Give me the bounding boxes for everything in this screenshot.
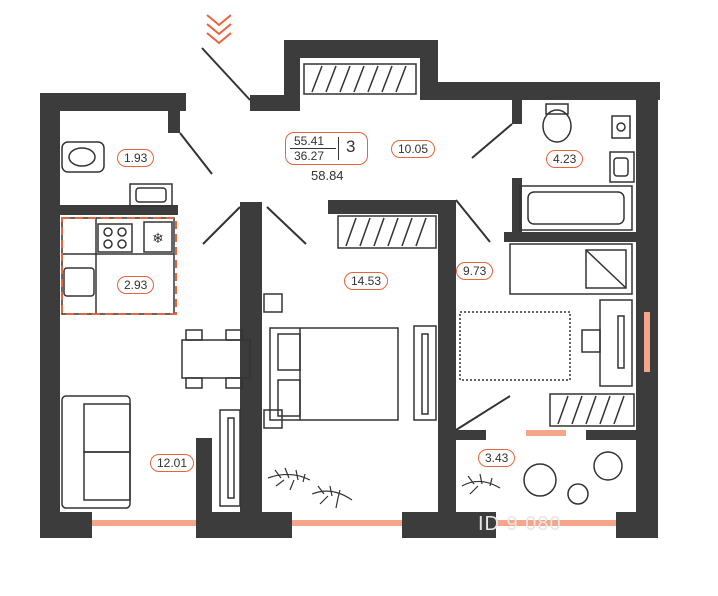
summary-box: 55.41 36.27 3 (285, 132, 368, 165)
room-label-kitchen: 2.93 (117, 276, 155, 294)
bed (263, 293, 399, 429)
balcony-plant (461, 473, 501, 495)
doors (179, 47, 513, 431)
summary-divider (290, 148, 336, 149)
room-label-balcony: 3.43 (478, 449, 516, 467)
toilet-big (542, 103, 572, 143)
dining-table (181, 329, 251, 389)
wardrobe-top (303, 63, 417, 95)
sink-small (129, 183, 173, 207)
sink-big (609, 151, 635, 183)
snowflake-icon: ❄ (152, 231, 164, 247)
tv-stand (219, 409, 241, 507)
kids-bed (509, 243, 633, 295)
room-label-bathroom-small: 1.93 (117, 149, 155, 167)
room-label-kids-room: 9.73 (456, 262, 494, 280)
sofa (61, 395, 131, 509)
wardrobe-kids (549, 393, 635, 427)
kitchen-dashed-border (61, 217, 177, 315)
room-label-bedroom: 14.53 (344, 272, 389, 290)
desk (581, 299, 633, 387)
total-area-2: 36.27 (294, 149, 325, 163)
gross-area: 58.84 (311, 168, 344, 183)
bathtub (519, 185, 633, 231)
room-label-living: 12.01 (150, 454, 195, 472)
washing-machine (611, 115, 631, 139)
room-label-bathroom-big: 4.23 (546, 150, 584, 168)
total-area-1: 55.41 (294, 134, 325, 148)
rug (459, 311, 571, 381)
bedroom-cabinet (413, 325, 437, 421)
plants (267, 467, 353, 509)
walls (40, 40, 660, 538)
watermark: ID 9 080 (478, 513, 562, 535)
rooms-count: 3 (346, 137, 356, 156)
entrance-chevron-down-icon (206, 14, 232, 45)
summary-vdivider (338, 137, 339, 160)
wardrobe-bedroom (337, 215, 437, 249)
windows (92, 312, 650, 526)
balcony-furniture (523, 451, 623, 505)
room-label-hall: 10.05 (391, 140, 436, 158)
toilet-small (61, 141, 105, 173)
